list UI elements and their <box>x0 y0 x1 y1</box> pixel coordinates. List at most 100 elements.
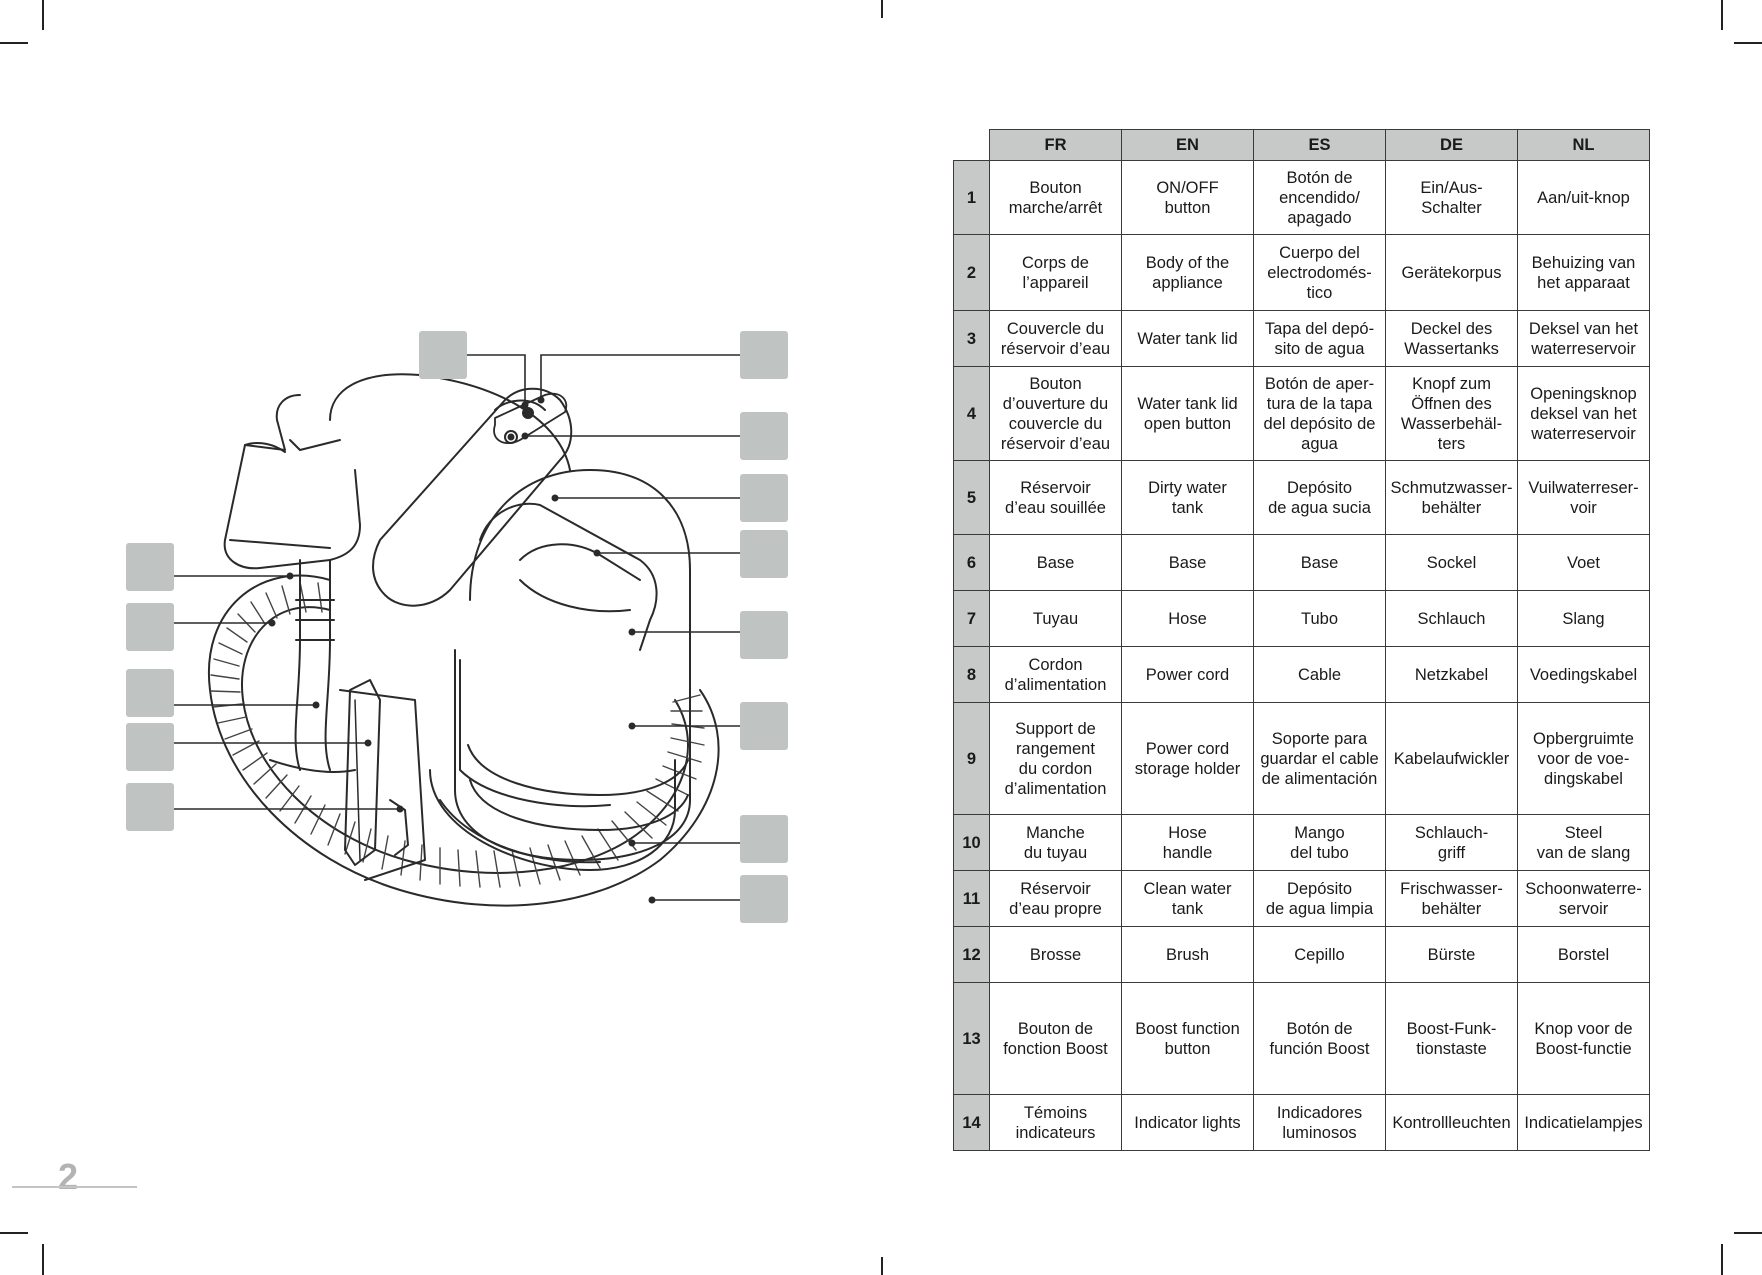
row-number: 2 <box>953 234 990 311</box>
table-cell: Témoins indicateurs <box>989 1094 1122 1151</box>
crop-mark <box>1721 0 1723 30</box>
table-cell: Deckel des Wassertanks <box>1385 310 1518 367</box>
crop-mark <box>881 1257 883 1275</box>
row-number: 4 <box>953 366 990 461</box>
table-cell: Indicadores luminosos <box>1253 1094 1386 1151</box>
table-cell: Indicatielampjes <box>1517 1094 1650 1151</box>
table-cell: Manche du tuyau <box>989 814 1122 871</box>
table-cell: Vuilwaterreser- voir <box>1517 460 1650 535</box>
table-cell: Botón de aper- tura de la tapa del depós… <box>1253 366 1386 461</box>
callout-box <box>126 783 174 831</box>
table-cell: Hose handle <box>1121 814 1254 871</box>
table-cell: Deksel van het waterreservoir <box>1517 310 1650 367</box>
callout-box <box>419 331 467 379</box>
row-number: 14 <box>953 1094 990 1151</box>
table-cell: Réservoir d’eau souillée <box>989 460 1122 535</box>
row-number: 6 <box>953 534 990 591</box>
table-cell: Bouton marche/arrêt <box>989 160 1122 235</box>
page-number-rule <box>12 1186 137 1188</box>
row-number: 12 <box>953 926 990 983</box>
column-header-de: DE <box>1385 129 1518 161</box>
column-header-nl: NL <box>1517 129 1650 161</box>
callout-box <box>126 723 174 771</box>
page-number: 2 <box>58 1156 79 1197</box>
table-cell: Boost function button <box>1121 982 1254 1095</box>
table-cell: Water tank lid open button <box>1121 366 1254 461</box>
table-cell: ON/OFF button <box>1121 160 1254 235</box>
table-cell: Knop voor de Boost-functie <box>1517 982 1650 1095</box>
row-number: 5 <box>953 460 990 535</box>
callout-box <box>126 669 174 717</box>
table-cell: Cuerpo del electrodomés- tico <box>1253 234 1386 311</box>
table-cell: Frischwasser- behälter <box>1385 870 1518 927</box>
table-cell: Soporte para guardar el cable de aliment… <box>1253 702 1386 815</box>
table-cell: Dirty water tank <box>1121 460 1254 535</box>
table-cell: Bürste <box>1385 926 1518 983</box>
table-cell: Bouton de fonction Boost <box>989 982 1122 1095</box>
table-cell: Tuyau <box>989 590 1122 647</box>
crop-mark <box>881 0 883 18</box>
crop-mark <box>1721 1244 1723 1275</box>
table-cell: Cordon d’alimentation <box>989 646 1122 703</box>
table-cell: Knopf zum Öffnen des Wasserbehäl- ters <box>1385 366 1518 461</box>
table-cell: Behuizing van het apparaat <box>1517 234 1650 311</box>
table-cell: Aan/uit-knop <box>1517 160 1650 235</box>
table-cell: Clean water tank <box>1121 870 1254 927</box>
table-cell: Kabelaufwickler <box>1385 702 1518 815</box>
table-cell: Opbergruimte voor de voe- dingskabel <box>1517 702 1650 815</box>
table-cell: Botón de función Boost <box>1253 982 1386 1095</box>
row-number: 10 <box>953 814 990 871</box>
table-cell: Hose <box>1121 590 1254 647</box>
callout-box <box>740 530 788 578</box>
row-number: 7 <box>953 590 990 647</box>
row-number: 8 <box>953 646 990 703</box>
table-cell: Depósito de agua limpia <box>1253 870 1386 927</box>
column-header-es: ES <box>1253 129 1386 161</box>
callout-box <box>740 412 788 460</box>
table-cell: Bouton d’ouverture du couvercle du réser… <box>989 366 1122 461</box>
crop-mark <box>42 1244 44 1275</box>
table-cell: Kontrollleuchten <box>1385 1094 1518 1151</box>
table-cell: Netzkabel <box>1385 646 1518 703</box>
row-number: 1 <box>953 160 990 235</box>
row-number: 11 <box>953 870 990 927</box>
table-cell: Cable <box>1253 646 1386 703</box>
table-cell: Borstel <box>1517 926 1650 983</box>
table-cell: Couvercle du réservoir d’eau <box>989 310 1122 367</box>
table-cell: Gerätekorpus <box>1385 234 1518 311</box>
table-cell: Schmutzwasser- behälter <box>1385 460 1518 535</box>
table-cell: Brosse <box>989 926 1122 983</box>
table-cell: Voedingskabel <box>1517 646 1650 703</box>
callout-box <box>740 474 788 522</box>
table-cell: Body of the appliance <box>1121 234 1254 311</box>
callout-box <box>740 702 788 750</box>
table-cell: Openingsknop deksel van het waterreservo… <box>1517 366 1650 461</box>
table-cell: Schlauch- griff <box>1385 814 1518 871</box>
table-cell: Sockel <box>1385 534 1518 591</box>
callout-box <box>740 815 788 863</box>
table-cell: Réservoir d’eau propre <box>989 870 1122 927</box>
table-cell: Schoonwaterre- servoir <box>1517 870 1650 927</box>
table-cell: Base <box>1253 534 1386 591</box>
table-cell: Slang <box>1517 590 1650 647</box>
table-cell: Boost-Funk- tionstaste <box>1385 982 1518 1095</box>
table-cell: Botón de encendido/ apagado <box>1253 160 1386 235</box>
callout-box <box>740 875 788 923</box>
table-cell: Tapa del depó- sito de agua <box>1253 310 1386 367</box>
table-corner <box>953 129 990 161</box>
table-cell: Steel van de slang <box>1517 814 1650 871</box>
callout-box <box>126 543 174 591</box>
table-cell: Water tank lid <box>1121 310 1254 367</box>
